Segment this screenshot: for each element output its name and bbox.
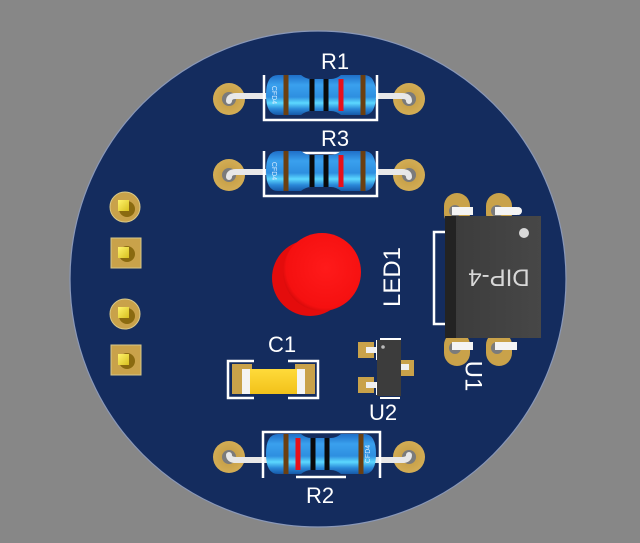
header-pin-3 bbox=[109, 298, 141, 330]
r2-body: CFD4 bbox=[266, 434, 376, 474]
resistor-r2[interactable]: CFD4 R2 bbox=[213, 430, 425, 508]
r3-color-band bbox=[360, 151, 366, 191]
u2-leads bbox=[366, 347, 409, 388]
r2-color-band bbox=[324, 438, 330, 470]
r1-color-band bbox=[309, 79, 315, 111]
r3-body-shape bbox=[266, 151, 376, 191]
r1-body-marking: CFD4 bbox=[270, 86, 277, 104]
r3-body: CFD4 bbox=[266, 151, 376, 191]
r2-color-band bbox=[358, 434, 364, 474]
r2-color-band bbox=[283, 434, 289, 474]
header-pin-2 bbox=[110, 237, 142, 269]
r2-designator: R2 bbox=[306, 483, 334, 508]
r3-designator: R3 bbox=[321, 126, 349, 151]
u2-designator: U2 bbox=[369, 400, 397, 425]
r3-color-band bbox=[323, 155, 329, 187]
r1-designator: R1 bbox=[321, 49, 349, 74]
header-pin-4 bbox=[110, 344, 142, 376]
resistor-r1[interactable]: CFD4 R1 bbox=[213, 49, 425, 122]
led1-designator: LED1 bbox=[379, 247, 406, 307]
r2-color-band bbox=[310, 438, 316, 470]
r3-color-band bbox=[338, 155, 344, 187]
r1-body-shape bbox=[266, 75, 376, 115]
u1-body-shadow bbox=[445, 216, 456, 338]
r1-color-band bbox=[283, 75, 289, 115]
u1-designator: U1 bbox=[460, 361, 487, 392]
c1-designator: C1 bbox=[268, 332, 296, 357]
ic-u1[interactable]: DIP-4 U1 bbox=[432, 193, 541, 392]
r1-color-band bbox=[323, 79, 329, 111]
c1-silkscreen-outline bbox=[226, 359, 320, 400]
u2-body bbox=[377, 340, 401, 396]
r3-body-marking: CFD4 bbox=[270, 162, 277, 180]
c1-terminal-right bbox=[297, 369, 305, 394]
led-led1[interactable]: LED1 bbox=[272, 233, 406, 316]
u1-silkscreen-outline bbox=[432, 230, 446, 326]
u1-leads bbox=[452, 207, 522, 350]
u1-package-label: DIP-4 bbox=[468, 264, 529, 291]
r3-color-band bbox=[283, 151, 289, 191]
r3-color-band bbox=[309, 155, 315, 187]
u1-pin1-dot bbox=[519, 228, 529, 238]
c1-body bbox=[250, 369, 297, 394]
r2-body-marking: CFD4 bbox=[365, 445, 372, 463]
r1-color-band bbox=[338, 79, 344, 111]
capacitor-c1[interactable]: C1 bbox=[226, 332, 320, 400]
c1-terminal-left bbox=[242, 369, 250, 394]
r1-silkscreen-outline bbox=[262, 75, 379, 122]
u2-pin1-dot bbox=[381, 345, 385, 349]
r1-body: CFD4 bbox=[266, 75, 376, 115]
r2-color-band bbox=[295, 438, 301, 470]
r3-silkscreen-outline bbox=[262, 151, 379, 198]
ic-u2[interactable]: U2 bbox=[358, 338, 414, 425]
r1-color-band bbox=[360, 75, 366, 115]
pin-header[interactable] bbox=[109, 191, 142, 376]
r2-silkscreen-outline bbox=[261, 430, 382, 479]
r2-body-shape bbox=[266, 434, 376, 474]
header-pin-1 bbox=[109, 191, 141, 223]
led1-dome bbox=[283, 233, 361, 311]
resistor-r3[interactable]: CFD4 R3 bbox=[213, 126, 425, 198]
